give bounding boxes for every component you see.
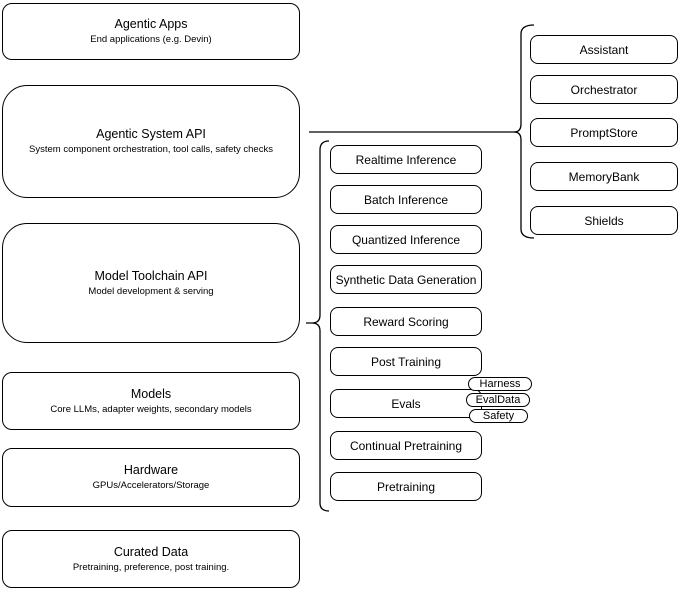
node-evals-label: Evals — [391, 396, 421, 411]
node-agentic-system-api-subtitle: System component orchestration, tool cal… — [29, 144, 273, 155]
tag-evaldata: EvalData — [466, 393, 530, 407]
node-post-training: Post Training — [330, 347, 482, 376]
node-batch-inference: Batch Inference — [330, 185, 482, 214]
node-agentic-apps-title: Agentic Apps — [114, 17, 188, 31]
node-evals: Evals — [330, 389, 482, 418]
node-agentic-system-api: Agentic System API System component orch… — [2, 85, 300, 198]
node-models-title: Models — [130, 386, 172, 401]
node-hardware-title: Hardware — [123, 463, 179, 477]
node-memorybank: MemoryBank — [530, 162, 678, 191]
node-reward-scoring-label: Reward Scoring — [363, 314, 449, 329]
node-assistant-label: Assistant — [579, 42, 629, 57]
node-orchestrator: Orchestrator — [530, 75, 678, 104]
node-promptstore-label: PromptStore — [570, 125, 638, 140]
node-memorybank-label: MemoryBank — [568, 169, 640, 184]
tag-safety-label: Safety — [482, 410, 515, 422]
node-curated-data-title: Curated Data — [113, 544, 189, 559]
node-model-toolchain-api-subtitle: Model development & serving — [88, 285, 214, 297]
node-model-toolchain-api: Model Toolchain API Model development & … — [2, 223, 300, 343]
tag-harness: Harness — [468, 377, 532, 391]
node-models-subtitle: Core LLMs, adapter weights, secondary mo… — [50, 403, 252, 415]
node-agentic-apps-subtitle: End applications (e.g. Devin) — [90, 34, 212, 45]
node-agentic-apps: Agentic Apps End applications (e.g. Devi… — [2, 3, 300, 60]
node-realtime-inference-label: Realtime Inference — [355, 152, 457, 167]
node-batch-inference-label: Batch Inference — [363, 192, 449, 207]
node-quantized-inference-label: Quantized Inference — [351, 232, 461, 247]
tag-evaldata-label: EvalData — [475, 394, 521, 406]
toolchain-brace — [306, 140, 330, 512]
node-pretraining: Pretraining — [330, 472, 482, 501]
node-quantized-inference: Quantized Inference — [330, 225, 482, 254]
node-reward-scoring: Reward Scoring — [330, 307, 482, 336]
node-continual-pretraining-label: Continual Pretraining — [349, 438, 463, 453]
node-post-training-label: Post Training — [370, 354, 442, 369]
node-pretraining-label: Pretraining — [376, 479, 436, 494]
node-shields-label: Shields — [584, 213, 624, 228]
node-assistant: Assistant — [530, 35, 678, 64]
node-model-toolchain-api-title: Model Toolchain API — [94, 268, 208, 283]
node-hardware-subtitle: GPUs/Accelerators/Storage — [92, 480, 210, 491]
node-curated-data-subtitle: Pretraining, preference, post training. — [72, 561, 230, 573]
node-agentic-system-api-title: Agentic System API — [96, 127, 206, 141]
node-hardware: Hardware GPUs/Accelerators/Storage — [2, 448, 300, 507]
tag-harness-label: Harness — [479, 378, 521, 390]
node-synthetic-data-generation-label: Synthetic Data Generation — [335, 272, 477, 287]
node-models: Models Core LLMs, adapter weights, secon… — [2, 372, 300, 430]
node-promptstore: PromptStore — [530, 118, 678, 147]
node-synthetic-data-generation: Synthetic Data Generation — [330, 265, 482, 294]
node-shields: Shields — [530, 206, 678, 235]
node-continual-pretraining: Continual Pretraining — [330, 431, 482, 460]
node-curated-data: Curated Data Pretraining, preference, po… — [2, 530, 300, 588]
tag-safety: Safety — [469, 409, 528, 423]
node-orchestrator-label: Orchestrator — [570, 82, 638, 97]
node-realtime-inference: Realtime Inference — [330, 145, 482, 174]
